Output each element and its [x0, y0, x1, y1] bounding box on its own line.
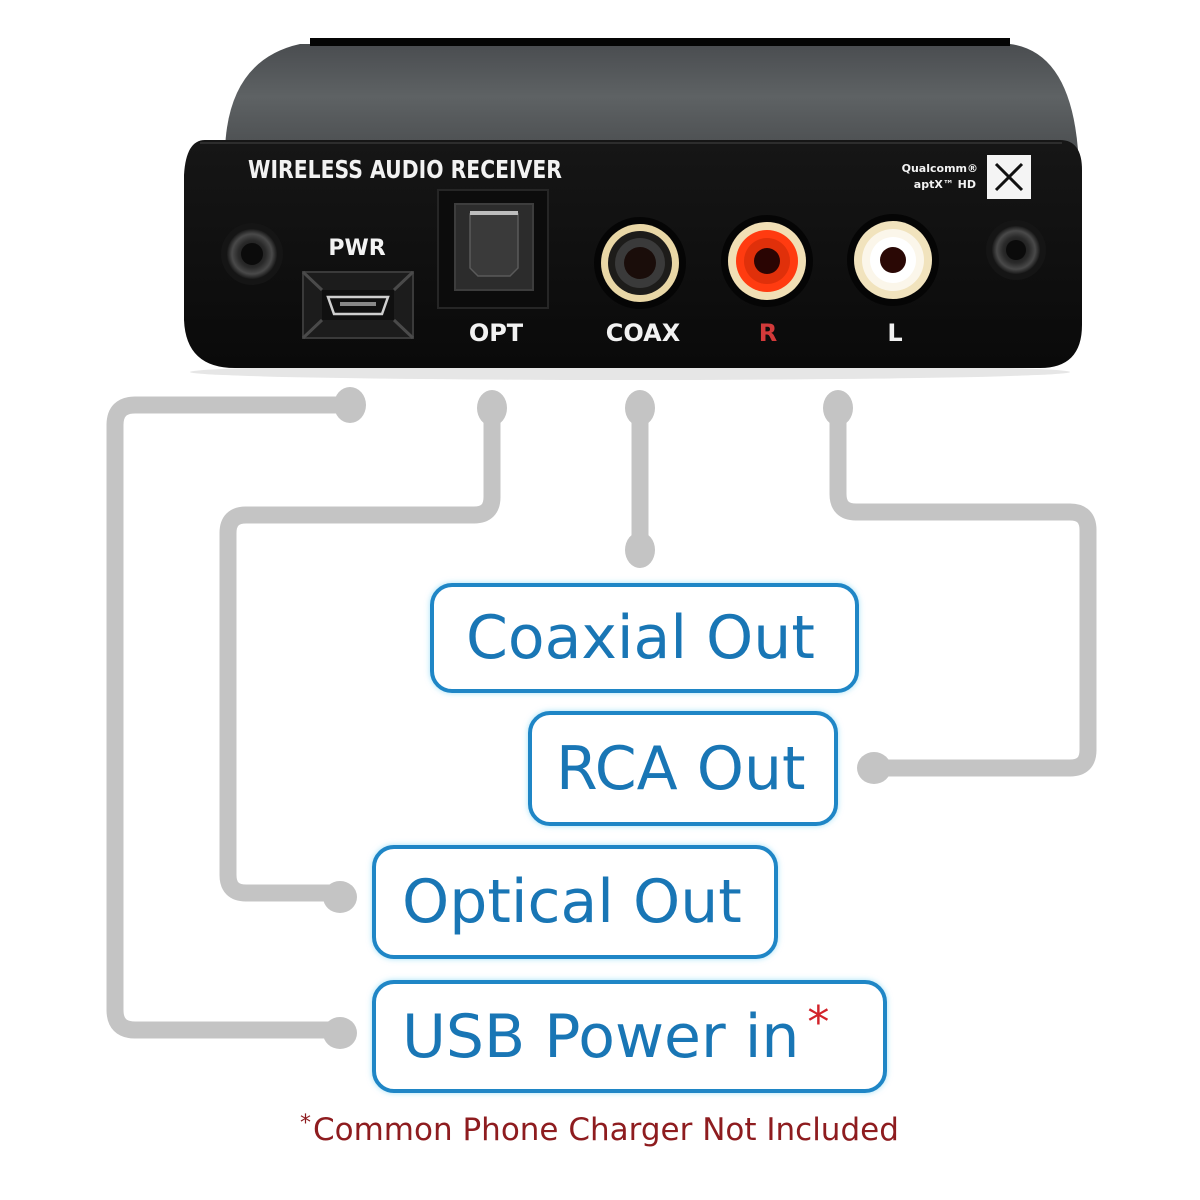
dot-pwr: [334, 387, 366, 423]
badge-brand-line1: Qualcomm®: [902, 162, 978, 175]
callout-label: Coaxial Out: [466, 603, 815, 673]
port-r: R: [721, 215, 813, 347]
port-pwr: PWR: [301, 236, 415, 340]
connector-dots: [323, 387, 891, 1049]
dot-coax-bottom: [625, 532, 655, 568]
connector-l-rca: [829, 399, 1097, 777]
rca-left-jack-icon: [847, 214, 939, 306]
micro-usb-port-icon: [301, 270, 415, 340]
connector-pwr-usb: [106, 396, 359, 1039]
callout-label: RCA Out: [556, 733, 806, 804]
port-label-r: R: [759, 319, 777, 347]
device-top-edge: [310, 38, 1010, 46]
dot-l: [823, 390, 853, 426]
dot-opt: [477, 390, 507, 426]
rca-right-jack-icon: [721, 215, 813, 307]
callout-label: USB Power in: [402, 1001, 800, 1072]
dot-coax-top: [625, 390, 655, 426]
dot-usb: [323, 1017, 357, 1049]
callout-optical-out: Optical Out: [372, 845, 778, 959]
port-label-pwr: PWR: [328, 236, 385, 261]
connector-lines: [106, 396, 1097, 1039]
port-l: L: [847, 214, 939, 347]
left-aux-jack-icon: [221, 223, 283, 285]
port-label-coax: COAX: [606, 319, 681, 347]
device-lid: [225, 44, 1078, 150]
port-label-opt: OPT: [469, 319, 524, 347]
footnote-text: Common Phone Charger Not Included: [313, 1112, 899, 1148]
asterisk-marker: *: [807, 997, 830, 1048]
coax-rca-jack-icon: [594, 217, 686, 309]
right-aux-jack-icon: [986, 220, 1046, 280]
connector-opt-optical: [219, 399, 501, 902]
aptx-x-logo-icon: [987, 155, 1031, 199]
optical-port-icon: [437, 189, 549, 309]
dot-rca: [857, 752, 891, 784]
footnote-asterisk: *: [300, 1111, 311, 1136]
callout-coaxial-out: Coaxial Out: [430, 583, 859, 693]
footnote: *Common Phone Charger Not Included: [300, 1111, 980, 1148]
badge-brand-line2: aptX™ HD: [914, 178, 976, 191]
device-title: WIRELESS AUDIO RECEIVER: [248, 155, 562, 184]
callout-usb-power-in: USB Power in *: [372, 980, 887, 1093]
port-label-l: L: [887, 319, 902, 347]
callout-rca-out: RCA Out: [528, 711, 838, 826]
dot-optical: [323, 881, 357, 913]
port-coax: COAX: [594, 217, 686, 347]
callout-label: Optical Out: [402, 867, 742, 937]
port-opt: OPT: [437, 189, 549, 347]
